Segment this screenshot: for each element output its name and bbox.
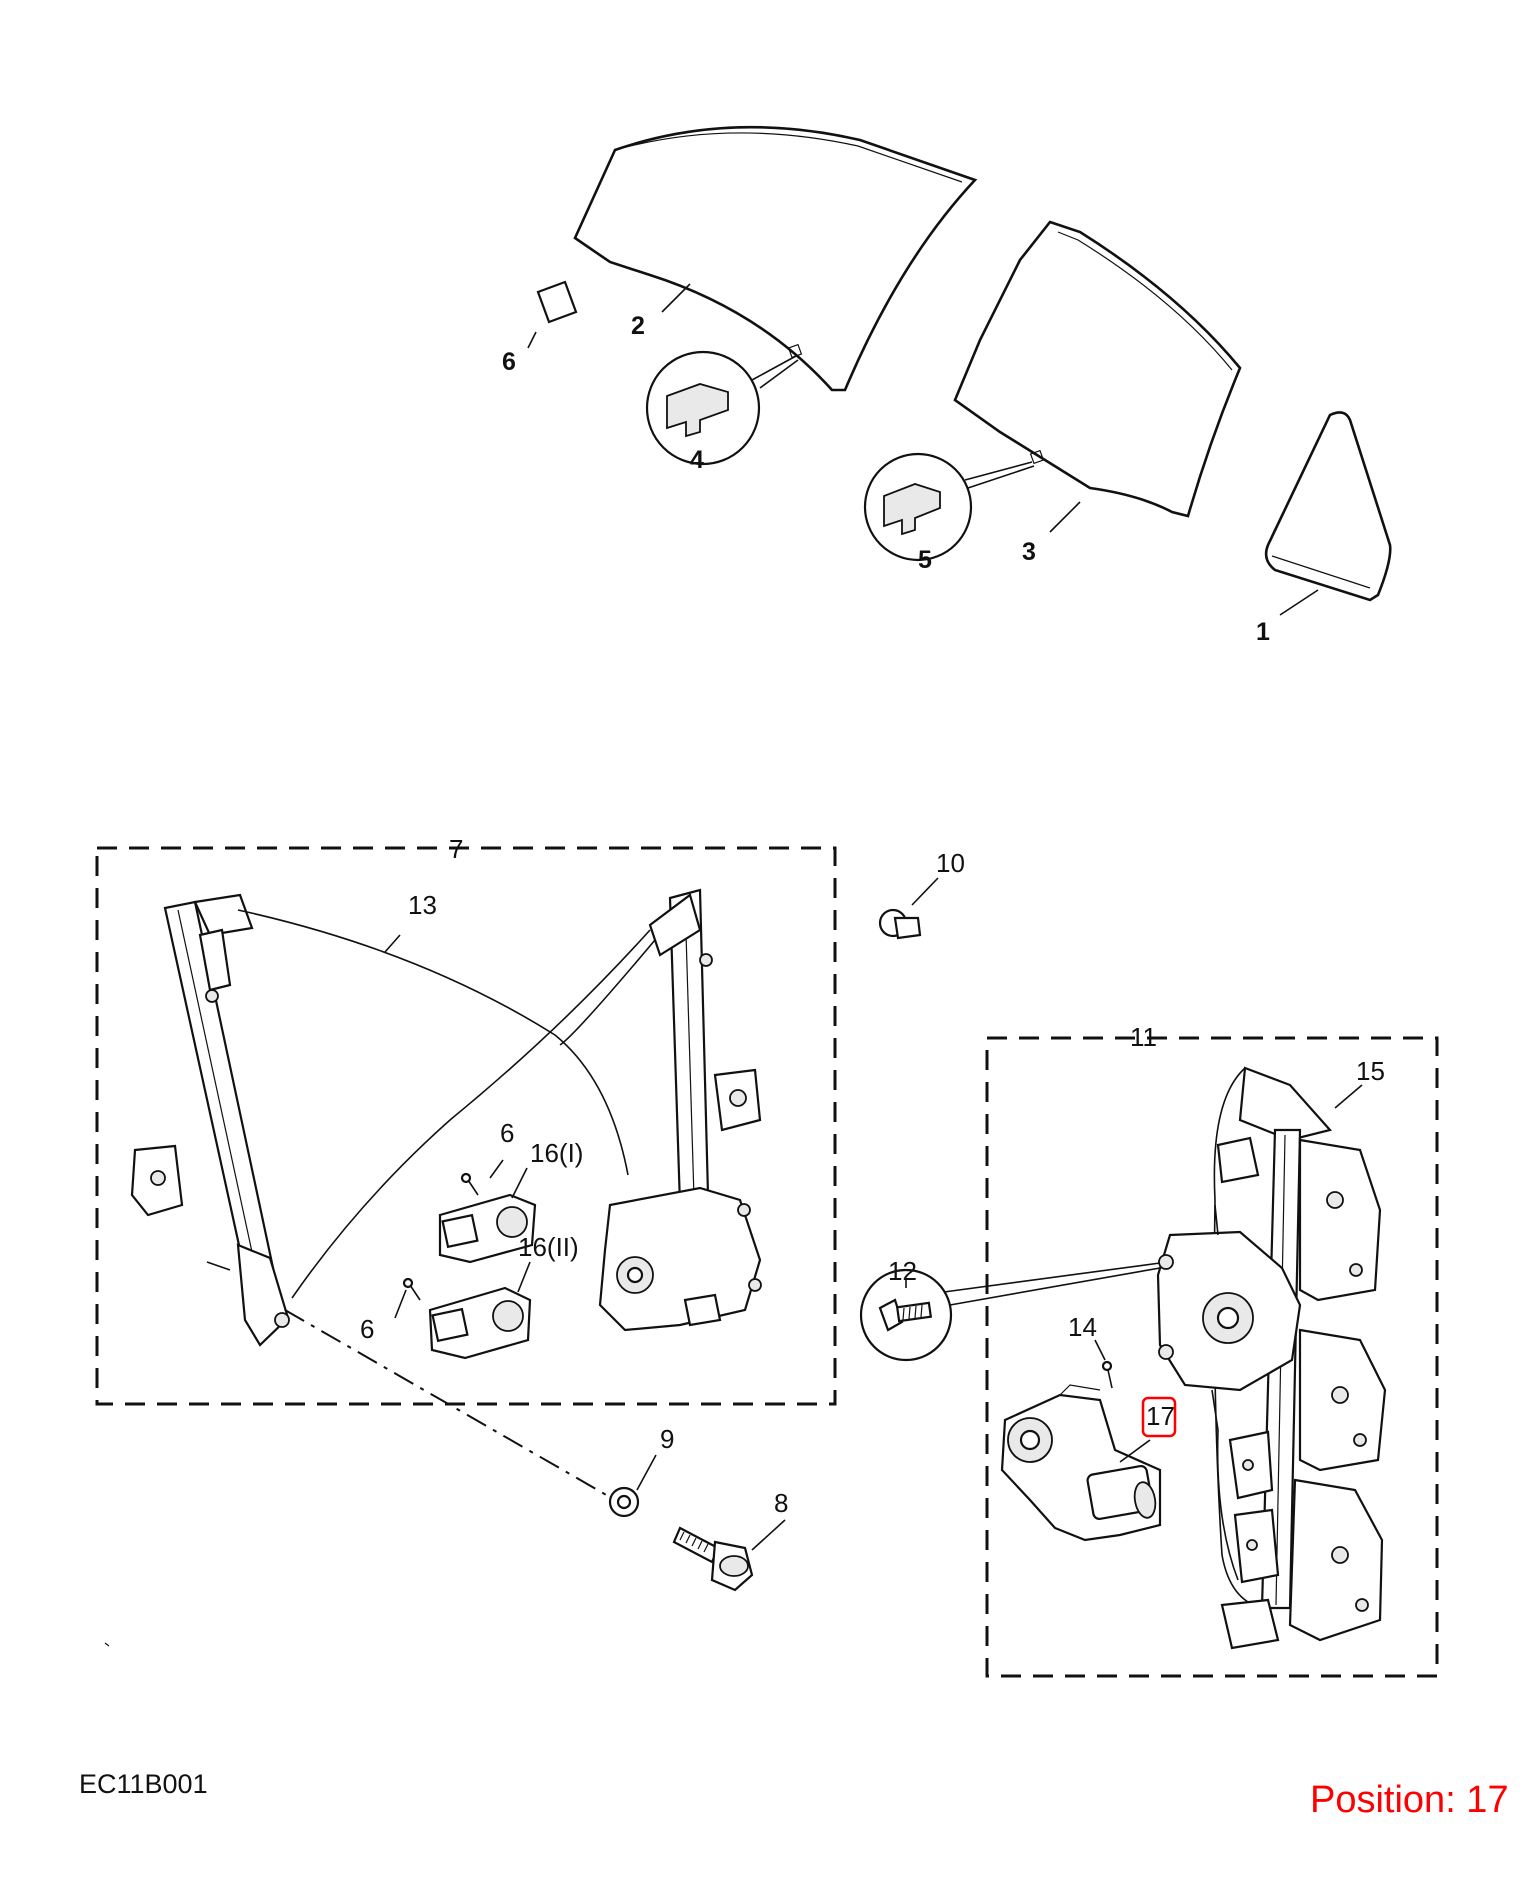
callout-7: 7 — [449, 834, 463, 864]
screw-14[interactable] — [1101, 1360, 1113, 1389]
callout-13: 13 — [408, 890, 437, 920]
callout-16-ii: 16(II) — [518, 1232, 579, 1262]
bolt-12-detail[interactable] — [859, 1268, 953, 1362]
callout-12: 12 — [888, 1256, 917, 1286]
callout-9: 9 — [660, 1424, 674, 1454]
clip-detail-5[interactable] — [863, 452, 973, 562]
callout-11: 11 — [1130, 1022, 1157, 1052]
callout-3: 3 — [1022, 538, 1036, 566]
screw-6-upper[interactable] — [460, 1172, 479, 1196]
callout-5: 5 — [918, 546, 932, 574]
regulator-left-rail[interactable] — [130, 893, 290, 1347]
rear-regulator-rails-15[interactable] — [1213, 1066, 1387, 1650]
rear-door-glass[interactable] — [953, 220, 1242, 518]
washer-9[interactable] — [608, 1486, 640, 1518]
callout-2: 2 — [631, 312, 645, 340]
front-door-glass[interactable] — [573, 125, 978, 392]
callout-1: 1 — [1256, 618, 1270, 646]
clip-10[interactable] — [878, 908, 922, 940]
screw-6-lower[interactable] — [402, 1277, 421, 1301]
glass-clip-mark — [787, 343, 803, 359]
callout-10: 10 — [936, 848, 965, 878]
position-highlight-box — [1141, 1396, 1177, 1438]
callout-6-top: 6 — [502, 348, 516, 376]
callout-17: 17 — [1146, 1401, 1175, 1431]
callout-14: 14 — [1068, 1312, 1097, 1342]
regulator-cable — [237, 909, 629, 1176]
window-motor-16-i[interactable] — [438, 1193, 537, 1264]
diagram-code: EC11B001 — [79, 1769, 208, 1799]
assembly-group-11 — [985, 1036, 1439, 1678]
callout-6-lower: 6 — [360, 1314, 374, 1344]
window-motor-16-ii[interactable] — [428, 1286, 532, 1360]
window-motor-17[interactable] — [1000, 1384, 1162, 1542]
position-label: Position: 17 — [1310, 1779, 1509, 1821]
glass-clip-mark — [1029, 449, 1045, 465]
callout-8: 8 — [774, 1488, 788, 1518]
rear-regulator-drum[interactable] — [1156, 1204, 1302, 1581]
clip-detail-4[interactable] — [645, 350, 761, 466]
assembly-group-7 — [95, 846, 837, 1406]
quarter-glass[interactable] — [1264, 411, 1392, 602]
callout-15: 15 — [1356, 1056, 1385, 1086]
regulator-right-rail[interactable] — [648, 888, 762, 1207]
bolt-8[interactable] — [672, 1526, 754, 1592]
callout-6-upper: 6 — [500, 1118, 514, 1148]
assembly-leader — [284, 1309, 616, 1501]
adhesive-pad[interactable] — [536, 280, 578, 324]
callout-16-i: 16(I) — [530, 1138, 583, 1168]
regulator-cable — [291, 929, 651, 1299]
regulator-drum-housing[interactable] — [598, 1186, 762, 1332]
callout-4: 4 — [690, 446, 704, 474]
regulator-cable — [559, 939, 656, 1046]
